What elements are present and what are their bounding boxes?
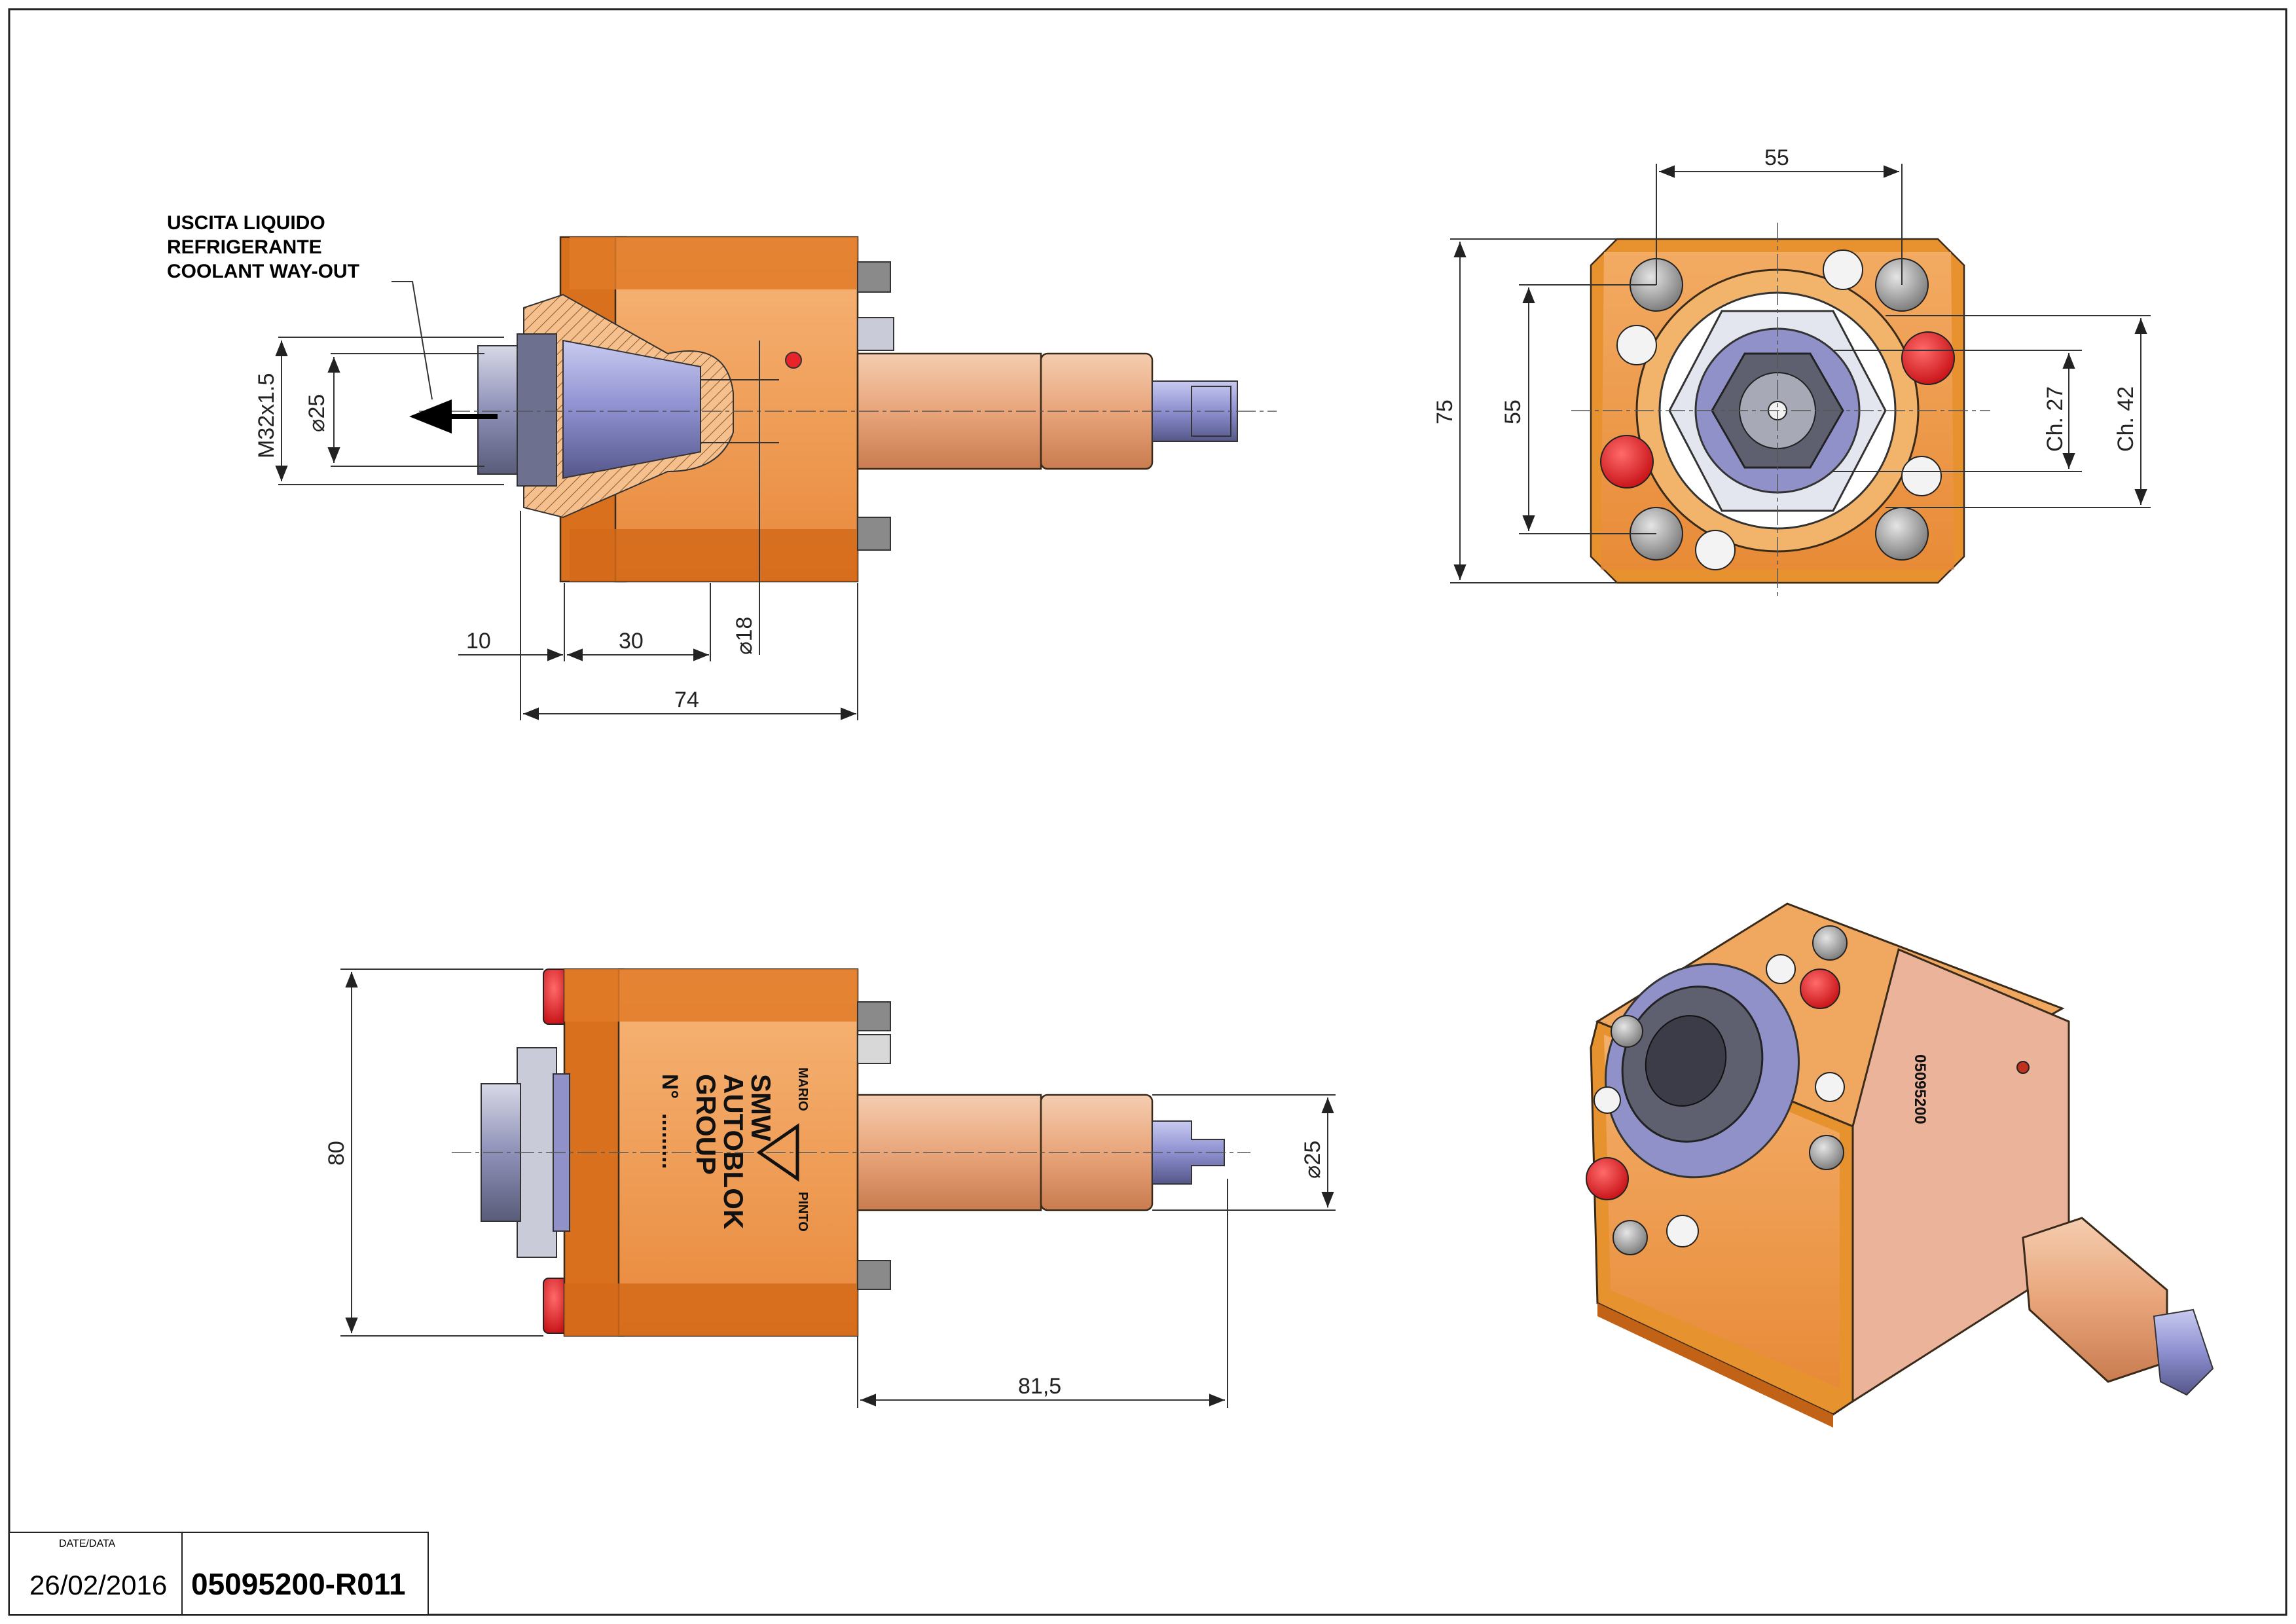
dim-collet-dia: ⌀25 bbox=[304, 394, 329, 432]
title-date-label: DATE/DATA bbox=[59, 1538, 116, 1549]
side-pin bbox=[857, 317, 894, 351]
coolant-arrow bbox=[409, 399, 498, 434]
dim-len-74: 74 bbox=[674, 688, 699, 712]
iso-bolt-1 bbox=[1812, 925, 1848, 961]
logo-group-line-2: AUTOBLOK bbox=[718, 1074, 749, 1229]
dim-bore-dia: ⌀18 bbox=[732, 617, 757, 655]
iso-bolt-2 bbox=[1809, 1135, 1844, 1170]
coolant-leader bbox=[392, 281, 433, 400]
side-view: USCITA LIQUIDO REFRIGERANTE COOLANT WAY-… bbox=[167, 212, 1277, 720]
side-shaft-tip bbox=[1152, 380, 1238, 442]
iso-red-plug-1 bbox=[1800, 969, 1840, 1009]
sheet-border bbox=[8, 8, 2287, 1616]
coolant-note-line-2: REFRIGERANTE bbox=[167, 236, 322, 258]
title-block: DATE/DATA 26/02/2016 05095200-R011 bbox=[9, 1532, 429, 1615]
logo-serial-label: N° bbox=[657, 1074, 682, 1099]
side-collet-flange bbox=[517, 333, 557, 487]
logo-brand-a: MARIO bbox=[795, 1067, 810, 1111]
front-screw-1 bbox=[1823, 249, 1863, 290]
front-red-plug-2 bbox=[1600, 435, 1654, 489]
iso-side-face bbox=[1851, 948, 2070, 1403]
iso-shaft bbox=[2022, 1217, 2168, 1383]
logo-serial-value: ......... bbox=[657, 1113, 682, 1169]
dim-front-inner: 55 bbox=[1501, 399, 1525, 424]
front-bolt-br bbox=[1875, 507, 1929, 561]
iso-screw-1 bbox=[1766, 954, 1796, 984]
bottom-bolt-top bbox=[857, 1001, 891, 1031]
logo-brand-b: PINTO bbox=[795, 1192, 810, 1232]
front-screw-4 bbox=[1695, 530, 1736, 570]
coolant-note-line-3: COOLANT WAY-OUT bbox=[167, 261, 359, 282]
bottom-bolt-bottom bbox=[857, 1260, 891, 1290]
iso-engraved-code: 05095200 bbox=[1911, 1054, 1929, 1124]
side-body-bottom-band bbox=[570, 529, 858, 581]
iso-coolant-port bbox=[2016, 1061, 2030, 1074]
iso-screw-3 bbox=[1594, 1086, 1621, 1114]
dim-thread: M32x1.5 bbox=[254, 373, 279, 458]
dim-shaft-dia: ⌀25 bbox=[1300, 1141, 1325, 1179]
side-coolant-port bbox=[785, 352, 802, 369]
logo-group-line-3: GROUP bbox=[691, 1074, 721, 1175]
iso-red-plug-2 bbox=[1586, 1157, 1629, 1200]
front-screw-2 bbox=[1616, 325, 1657, 365]
bottom-view: MARIO PINTO SMW AUTOBLOK GROUP N° ......… bbox=[324, 968, 1336, 1408]
iso-bolt-3 bbox=[1611, 1015, 1643, 1048]
dim-front-width: 55 bbox=[1764, 145, 1789, 170]
iso-screw-2 bbox=[1815, 1072, 1845, 1102]
side-bolt-bottom bbox=[857, 517, 891, 551]
dim-len-10: 10 bbox=[466, 629, 491, 654]
coolant-note-line-1: USCITA LIQUIDO bbox=[167, 212, 325, 234]
front-screw-3 bbox=[1901, 456, 1942, 496]
logo-group-line-1: SMW bbox=[746, 1074, 776, 1141]
dim-shaft-len: 81,5 bbox=[1018, 1374, 1061, 1399]
dim-bottom-height: 80 bbox=[324, 1141, 349, 1166]
title-drawing-code: 05095200-R011 bbox=[191, 1567, 405, 1601]
dim-front-height: 75 bbox=[1432, 399, 1457, 424]
logo-triangle-icon bbox=[756, 1123, 799, 1182]
iso-view: 05095200 bbox=[1586, 902, 2214, 1428]
side-body-top-band bbox=[570, 237, 858, 289]
iso-screw-4 bbox=[1666, 1215, 1699, 1247]
iso-bolt-4 bbox=[1613, 1220, 1648, 1255]
title-date-value: 26/02/2016 bbox=[29, 1570, 167, 1600]
side-collet-cone bbox=[562, 339, 701, 479]
side-bolt-top bbox=[857, 261, 891, 293]
iso-shaft-tip bbox=[2153, 1308, 2214, 1396]
dim-ch27: Ch. 27 bbox=[2043, 386, 2068, 452]
front-red-plug-1 bbox=[1901, 331, 1955, 385]
dim-ch42: Ch. 42 bbox=[2113, 386, 2138, 452]
dim-len-30: 30 bbox=[619, 629, 644, 654]
bottom-logo: MARIO PINTO SMW AUTOBLOK GROUP N° ......… bbox=[657, 1067, 810, 1232]
front-view: 55 75 55 Ch. 27 Ch. 42 bbox=[1432, 145, 2151, 599]
